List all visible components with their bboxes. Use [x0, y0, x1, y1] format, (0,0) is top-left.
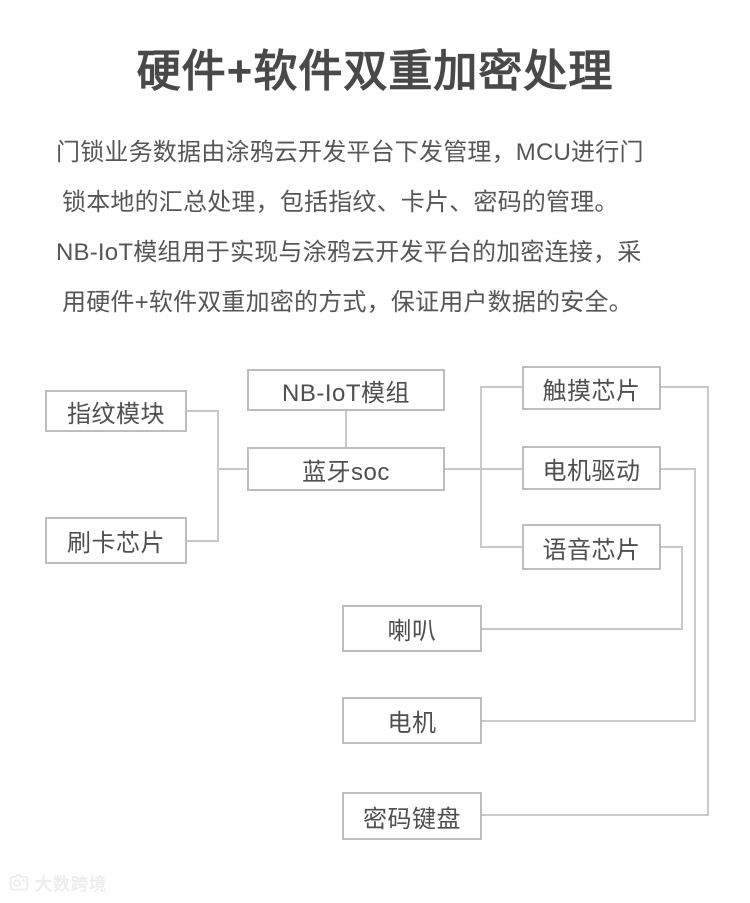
- node-bluetooth-soc[interactable]: 蓝牙soc: [247, 447, 445, 491]
- edge-left-bracket-vertical: [217, 410, 219, 542]
- edge-left-bracket-to-ble: [217, 468, 249, 470]
- paragraph-line-3: NB-IoT模组用于实现与涂鸦云开发平台的加密连接，采: [56, 239, 642, 266]
- edge-voice-to-speaker: [482, 628, 683, 630]
- edge-fingerprint-stub: [187, 410, 219, 412]
- paragraph-line-2: 锁本地的汇总处理，包括指纹、卡片、密码的管理。: [62, 189, 619, 216]
- edge-touch-right-stub: [661, 386, 709, 388]
- paragraph-line-1: 门锁业务数据由涂鸦云开发平台下发管理，MCU进行门: [56, 139, 644, 166]
- camera-logo-icon: [9, 873, 29, 891]
- node-password-keypad[interactable]: 密码键盘: [342, 792, 482, 840]
- paragraph-line-4: 用硬件+软件双重加密的方式，保证用户数据的安全。: [62, 289, 633, 316]
- node-card-chip[interactable]: 刷卡芯片: [45, 517, 187, 564]
- edge-right-bracket-vertical: [480, 386, 482, 546]
- edge-bracket-to-motor-driver: [480, 468, 524, 470]
- body-paragraph: 门锁业务数据由涂鸦云开发平台下发管理，MCU进行门 锁本地的汇总处理，包括指纹、…: [56, 128, 696, 328]
- node-voice-chip[interactable]: 语音芯片: [522, 524, 661, 570]
- node-touch-chip[interactable]: 触摸芯片: [522, 366, 661, 410]
- edge-motor-driver-vertical: [694, 468, 696, 722]
- edge-voice-right-stub: [661, 546, 683, 548]
- edge-nbiot-to-ble: [345, 409, 347, 449]
- edge-card-stub: [187, 540, 219, 542]
- page-title: 硬件+软件双重加密处理: [136, 47, 614, 96]
- edge-voice-vertical: [681, 546, 683, 630]
- watermark-text: 大数跨境: [35, 875, 107, 894]
- node-speaker[interactable]: 喇叭: [342, 605, 482, 652]
- edge-motor-driver-to-motor: [482, 720, 696, 722]
- edge-motor-driver-right-stub: [661, 468, 696, 470]
- node-nbiot-module[interactable]: NB-IoT模组: [247, 369, 445, 411]
- edge-touch-vertical: [707, 386, 709, 816]
- edge-touch-to-keypad: [482, 814, 709, 816]
- node-motor[interactable]: 电机: [342, 697, 482, 744]
- node-motor-driver[interactable]: 电机驱动: [522, 446, 661, 490]
- watermark: 大数跨境: [8, 870, 107, 895]
- edge-ble-right-stub: [445, 468, 482, 470]
- edge-bracket-to-touch: [480, 386, 524, 388]
- edge-bracket-to-voice: [480, 546, 524, 548]
- node-fingerprint-module[interactable]: 指纹模块: [45, 390, 187, 432]
